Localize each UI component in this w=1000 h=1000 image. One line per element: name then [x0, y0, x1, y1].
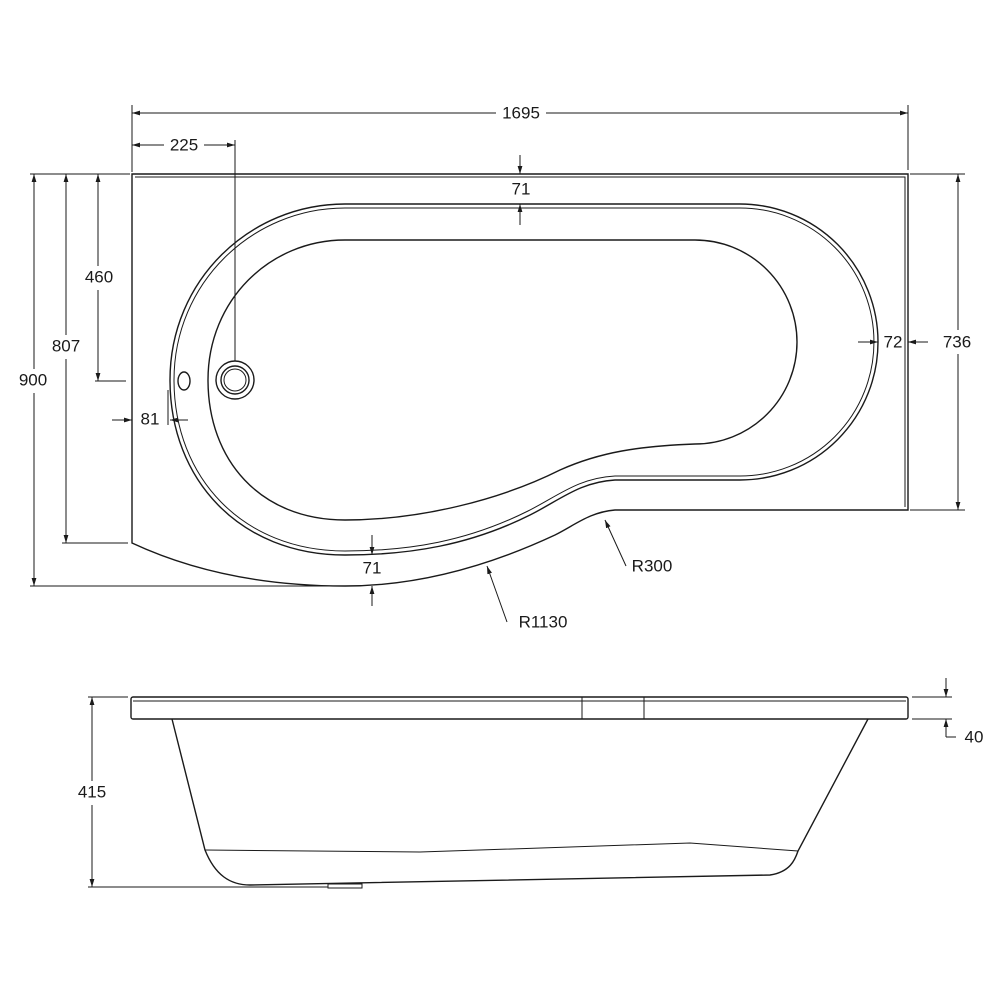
bath-outer-outline	[131, 173, 909, 587]
dim-rim-right: 72	[858, 332, 928, 351]
plan-view: 1695 225 71 460 807	[14, 102, 978, 631]
dim-label: 225	[170, 135, 198, 154]
dim-rim-bottom: 71	[363, 535, 382, 606]
dim-label: 72	[884, 332, 903, 351]
dim-label: 736	[943, 332, 971, 351]
rim-edge-outline	[169, 203, 879, 556]
rim-profile	[130, 696, 909, 720]
dim-radius-small: R300	[604, 519, 673, 575]
dim-overall-length: 1695	[131, 102, 909, 172]
dim-waste-offset: 225	[132, 134, 236, 361]
dim-label: R1130	[519, 612, 568, 631]
overflow-icon	[177, 371, 191, 391]
dim-label: 460	[85, 267, 113, 286]
dim-label: 807	[52, 336, 80, 355]
basin-outline	[207, 239, 798, 521]
bath-floor-line	[204, 842, 799, 853]
dim-label: 900	[19, 370, 47, 389]
dim-rim-top: 71	[512, 155, 531, 225]
dim-label: 415	[78, 782, 106, 801]
dim-rim-left: 81	[112, 390, 188, 428]
elevation-view: 415 40	[72, 678, 983, 889]
rim-edge-outline-second	[173, 207, 875, 552]
dim-overall-height: 415	[72, 696, 328, 888]
dim-overall-width: 900	[14, 174, 340, 587]
dim-left-edge-height: 807	[47, 174, 128, 544]
bath-body-profile	[171, 718, 869, 886]
dim-label: R300	[632, 556, 673, 575]
dim-waste-from-top: 460	[80, 174, 126, 382]
dim-label: 71	[363, 558, 382, 577]
dim-label: 71	[512, 179, 531, 198]
dim-rim-thickness: 40	[912, 678, 983, 746]
waste-drain-icon	[215, 360, 255, 400]
bath-outer-outline-inner-line	[135, 176, 906, 507]
dim-right-edge-height: 736	[910, 173, 978, 511]
dim-radius-large: R1130	[486, 565, 568, 631]
waste-outlet	[327, 883, 363, 889]
dim-label: 1695	[502, 103, 540, 122]
dim-label: 40	[965, 727, 984, 746]
dim-label: 81	[141, 409, 160, 428]
